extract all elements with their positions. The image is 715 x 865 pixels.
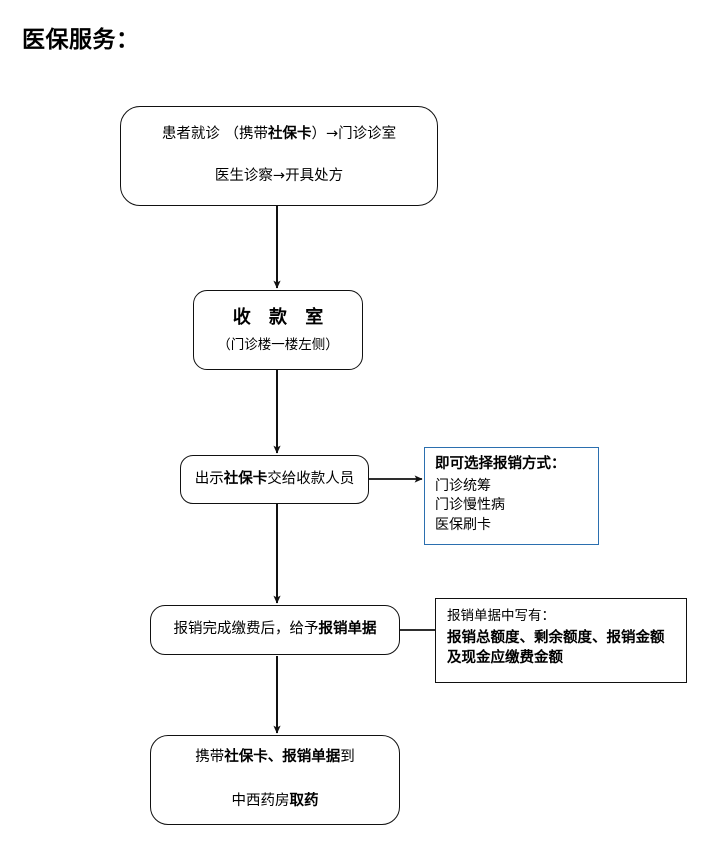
text-segment: ）→门诊诊室 bbox=[311, 126, 397, 143]
node-patient-visit-line-2: 医生诊察→开具处方 bbox=[215, 166, 343, 188]
reimbursement-option: 门诊慢性病 bbox=[435, 497, 505, 514]
cashier-office-title: 收 款 室 bbox=[232, 307, 330, 329]
node-present-card-line-1: 出示社保卡交给收款人员 bbox=[195, 469, 355, 491]
panel-reimbursement-methods: 即可选择报销方式： 门诊统筹 门诊慢性病 医保刷卡 bbox=[424, 447, 599, 545]
text-segment: 医生诊察→开具处方 bbox=[214, 168, 344, 184]
text-segment-bold: 社保卡 bbox=[267, 126, 312, 143]
text-segment-bold: 取药 bbox=[289, 793, 319, 809]
text-segment-bold: 社保卡 bbox=[223, 470, 268, 487]
text-segment: 中西药房 bbox=[231, 793, 290, 809]
panel-receipt-contents-heading: 报销单据中写有： bbox=[447, 608, 555, 624]
node-present-card: 出示社保卡交给收款人员 bbox=[180, 455, 369, 504]
panel-receipt-contents: 报销单据中写有： 报销总额度、剩余额度、报销金额 及现金应缴费金额 bbox=[435, 598, 687, 683]
text-segment: 到 bbox=[340, 749, 355, 766]
text-segment: 交给收款人员 bbox=[267, 470, 355, 487]
text-segment: 患者就诊 （携带 bbox=[161, 126, 268, 143]
node-pharmacy-line-2: 中西药房取药 bbox=[232, 791, 319, 813]
cashier-office-location: （门诊楼一楼左侧） bbox=[217, 337, 339, 354]
node-pharmacy: 携带社保卡、报销单据到 中西药房取药 bbox=[150, 735, 400, 825]
receipt-contents-line: 报销总额度、剩余额度、报销金额 bbox=[447, 630, 665, 647]
text-segment: 报销完成缴费后，给予 bbox=[173, 621, 319, 638]
reimbursement-option: 门诊统筹 bbox=[435, 477, 491, 494]
panel-receipt-contents-body: 报销总额度、剩余额度、报销金额 及现金应缴费金额 bbox=[447, 628, 678, 669]
text-segment: 出示 bbox=[194, 470, 224, 487]
reimbursement-option: 医保刷卡 bbox=[435, 517, 491, 534]
text-segment-bold: 报销单据 bbox=[318, 621, 377, 638]
node-pharmacy-line-1: 携带社保卡、报销单据到 bbox=[195, 747, 355, 769]
node-get-receipt-line-1: 报销完成缴费后，给予报销单据 bbox=[174, 619, 377, 641]
node-cashier-office: 收 款 室 （门诊楼一楼左侧） bbox=[193, 290, 363, 370]
panel-reimbursement-methods-title: 即可选择报销方式： bbox=[435, 456, 566, 472]
receipt-contents-line: 及现金应缴费金额 bbox=[447, 650, 563, 667]
node-get-receipt: 报销完成缴费后，给予报销单据 bbox=[150, 605, 400, 655]
node-patient-visit-line-1: 患者就诊 （携带社保卡）→门诊诊室 bbox=[162, 124, 396, 146]
text-segment-bold: 社保卡、报销单据 bbox=[224, 749, 341, 766]
text-segment: 携带 bbox=[195, 749, 225, 766]
node-patient-visit: 患者就诊 （携带社保卡）→门诊诊室 医生诊察→开具处方 bbox=[120, 106, 438, 206]
page-title: 医保服务： bbox=[22, 26, 140, 53]
